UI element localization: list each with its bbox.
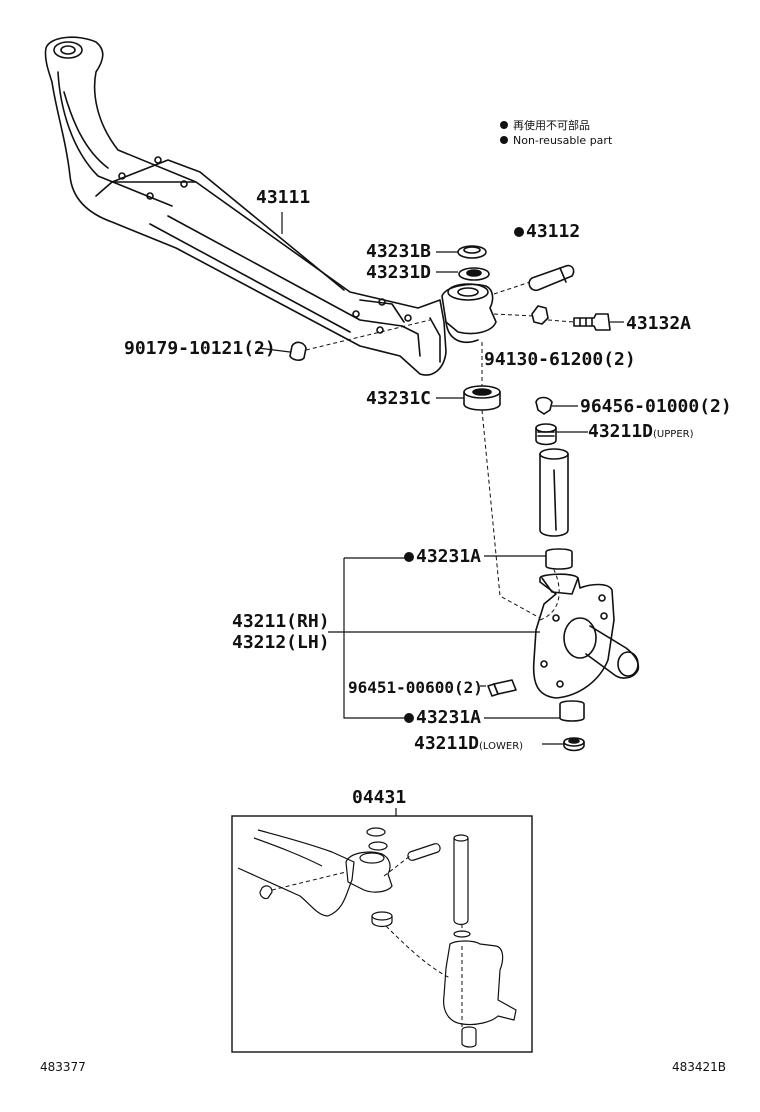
label-bush-upper[interactable]: 43211D(UPPER) [588,421,694,442]
label-shim-b[interactable]: 43231B [366,241,432,262]
footer-left-code: 483377 [40,1060,86,1074]
legend-en: Non-reusable part [500,133,612,148]
label-knuckle-rh[interactable]: 43211(RH) [232,611,330,632]
label-fitting-lower[interactable]: 96451-00600(2) [348,678,483,697]
label-axle[interactable]: 43111 [256,187,311,208]
legend-jp: 再使用不可部品 [500,118,612,133]
label-shim-d[interactable]: 43231D [366,262,432,283]
non-reusable-dot-icon [514,227,524,237]
knuckle [532,573,640,699]
king-pin [539,448,569,537]
non-reusable-dot-icon [404,713,414,723]
axle-beam [44,36,447,376]
label-knuckle-lh[interactable]: 43212(LH) [232,632,330,653]
label-bush-lower[interactable]: 43211D(LOWER) [414,733,524,754]
label-bush-a-upper[interactable]: 43231A [404,547,481,567]
label-fitting-upper[interactable]: 96456-01000(2) [580,396,732,417]
bullet-icon [500,121,508,129]
non-reusable-dot-icon [404,552,414,562]
bullet-icon [500,136,508,144]
label-kit[interactable]: 04431 [352,787,407,808]
footer-right-code: 483421B [672,1060,727,1074]
label-knuckle-pin-top[interactable]: 43112 [514,222,580,242]
label-bush-a-lower[interactable]: 43231A [404,708,481,728]
label-bolt-right[interactable]: 43132A [626,313,692,334]
label-nut[interactable]: 94130-61200(2) [484,349,636,370]
label-bolt-left[interactable]: 90179-10121(2) [124,338,276,359]
label-bearing[interactable]: 43231C [366,388,432,409]
bearing [463,385,501,411]
upper-bush [535,423,557,446]
axle-end-boss [441,283,497,344]
legend: 再使用不可部品 Non-reusable part [500,118,612,148]
